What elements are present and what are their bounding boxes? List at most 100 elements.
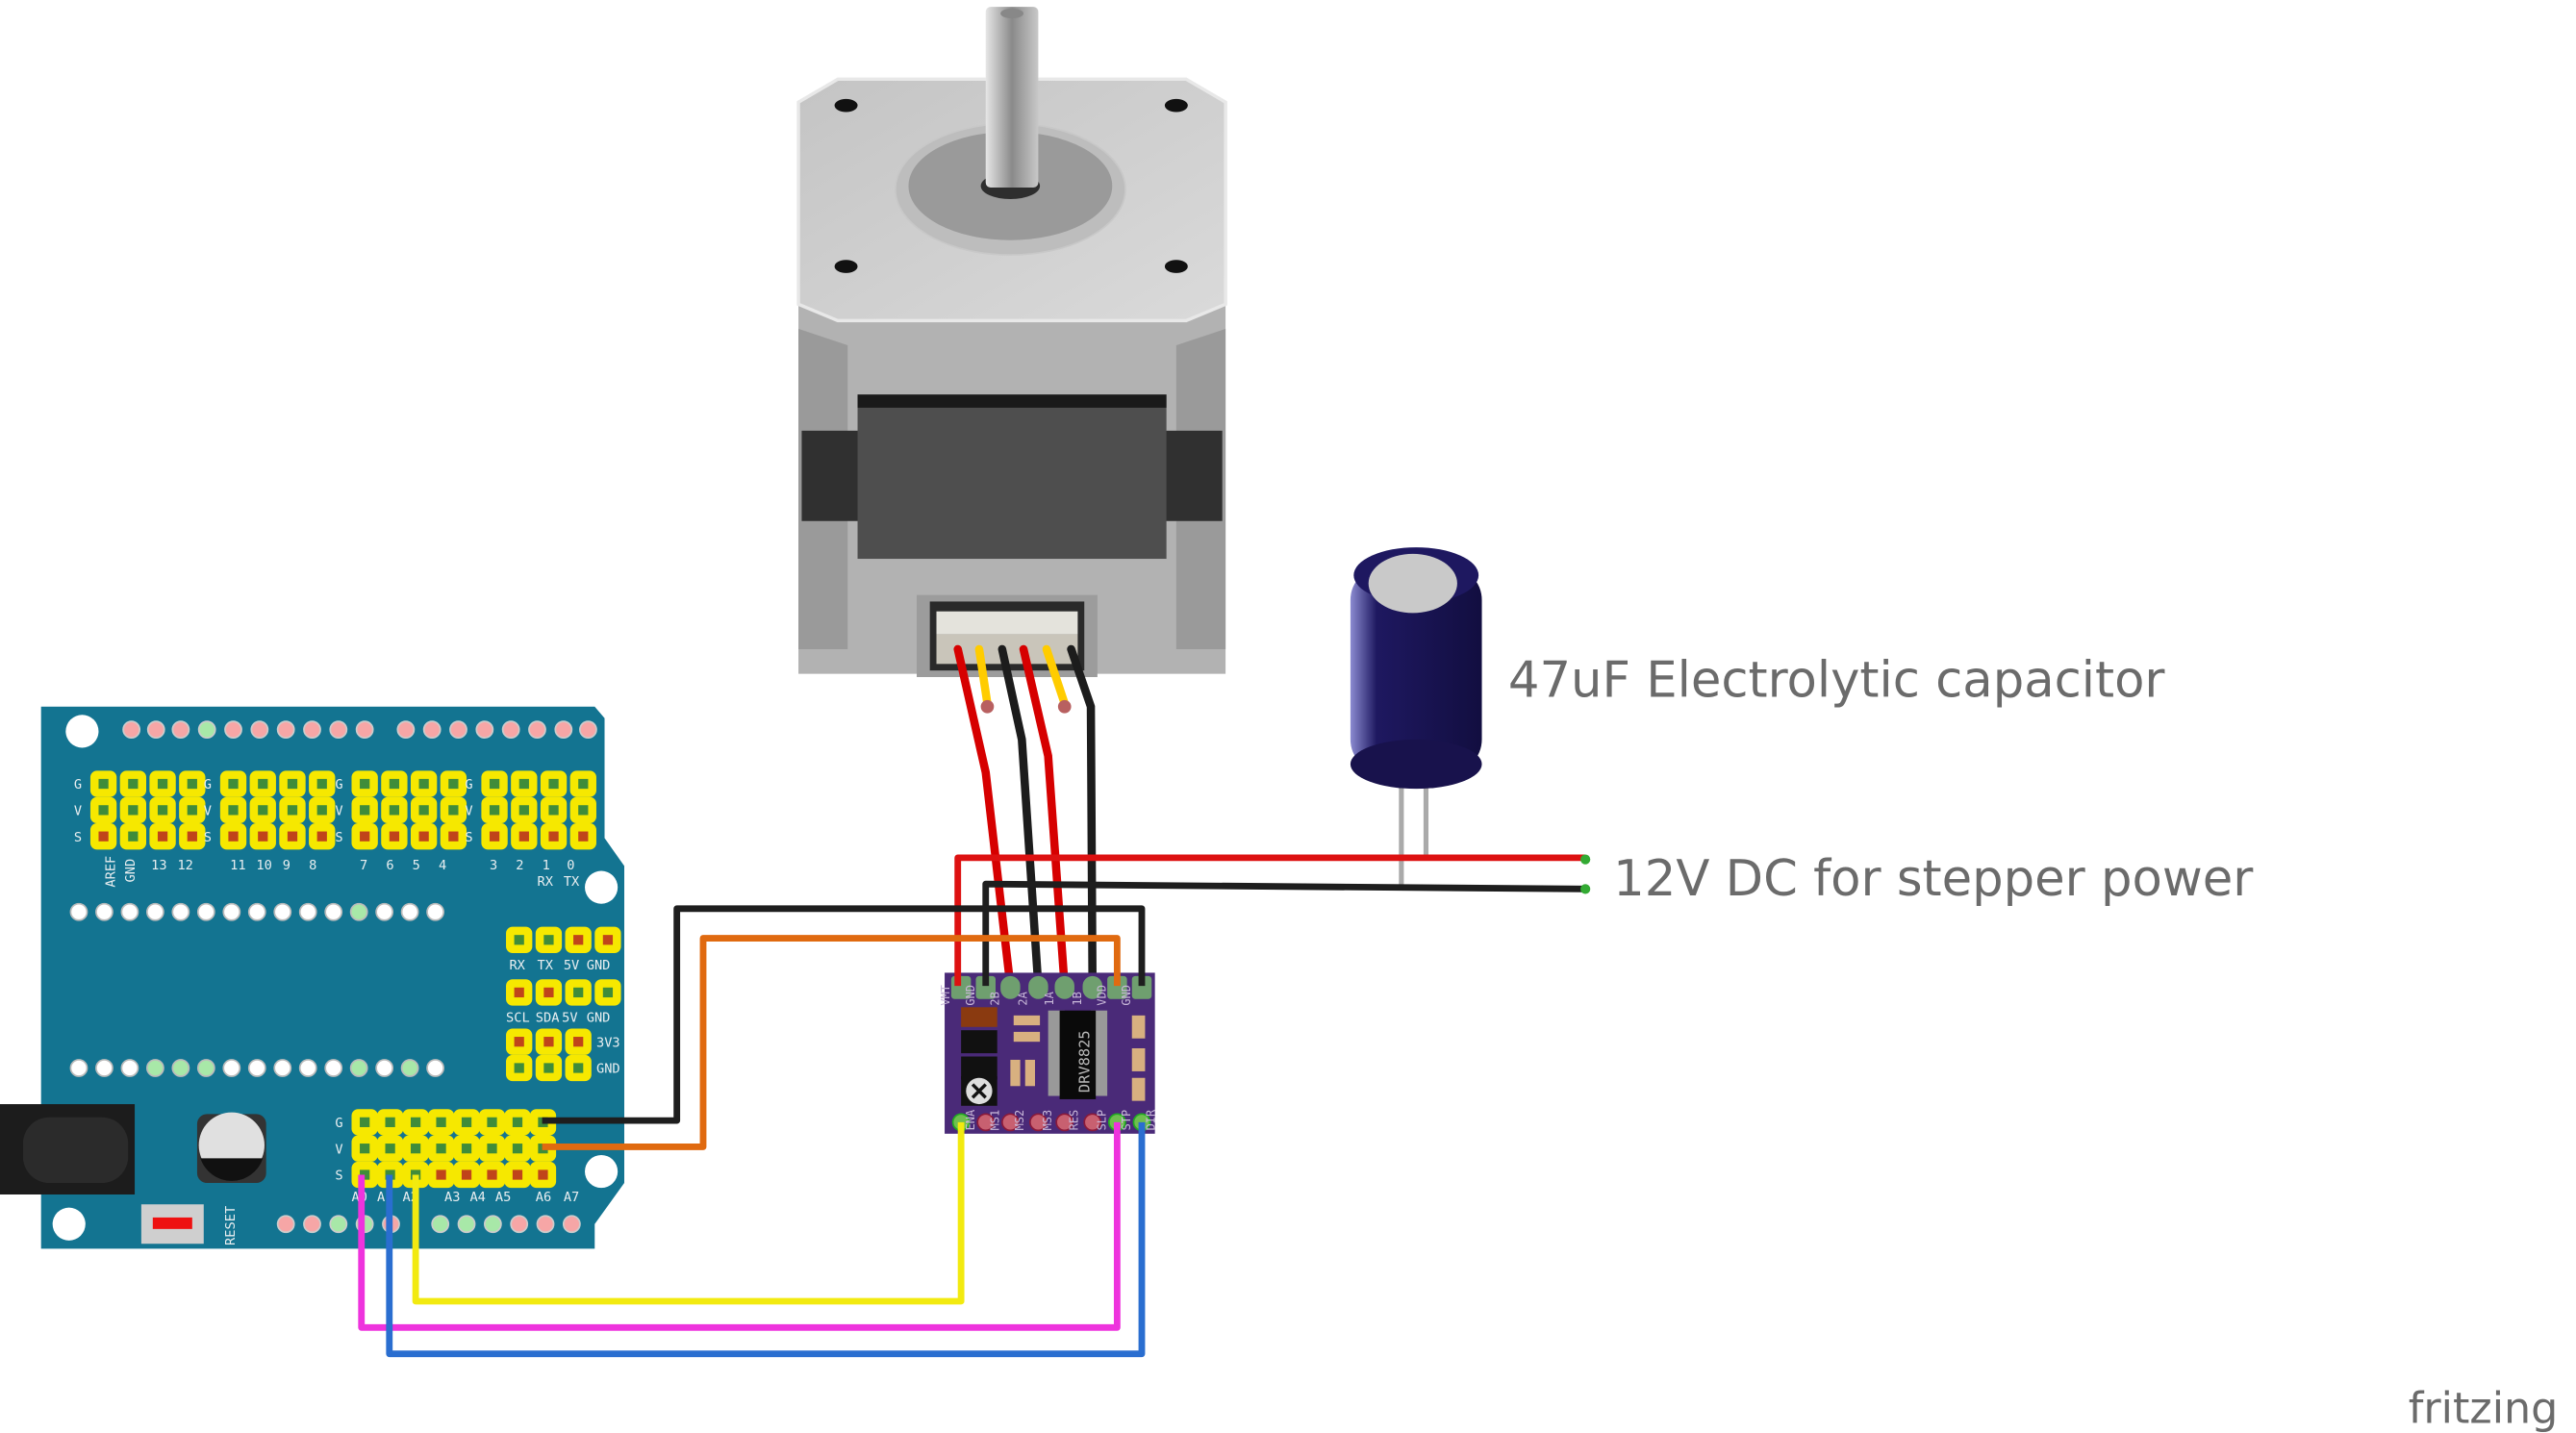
row-label: V — [465, 803, 472, 818]
motor-wire-black-b — [1067, 644, 1098, 991]
header-hole — [329, 720, 348, 740]
reset-label: RESET — [223, 1206, 239, 1245]
header-hole — [400, 1059, 419, 1077]
driver-pin-label: RES — [1067, 1110, 1080, 1131]
header-hole — [324, 1059, 343, 1077]
driver-pin-ms1[interactable] — [976, 1113, 996, 1132]
header-hole — [349, 902, 368, 921]
driver-pin-label: 1A — [1043, 992, 1056, 1005]
analog-pin-label: A5 — [495, 1190, 511, 1205]
header-hole — [197, 720, 216, 740]
digital-pin-label: AREF — [104, 856, 119, 888]
header-hole — [171, 720, 190, 740]
digital-pin-label: 0 — [567, 858, 574, 873]
tx-label: TX — [564, 874, 580, 890]
header-hole — [171, 902, 190, 921]
header-hole — [222, 902, 241, 921]
header-hole — [298, 902, 317, 921]
capacitor-label: 47uF Electrolytic capacitor — [1508, 652, 2166, 710]
i2c-label: 5V — [562, 1011, 577, 1026]
driver-pin-label: STP — [1120, 1110, 1133, 1131]
header-hole — [120, 902, 139, 921]
row-label: V — [335, 1142, 342, 1157]
header-hole — [146, 1059, 164, 1077]
driver-pin-gnd[interactable] — [1131, 975, 1152, 999]
analog-pin-label: A7 — [564, 1190, 579, 1205]
header-hole — [196, 902, 215, 921]
row-label: S — [335, 830, 342, 845]
driver-pin-label: MS3 — [1041, 1110, 1054, 1131]
wire-step — [358, 1121, 1121, 1331]
row-label: S — [74, 830, 82, 845]
digital-pin-label: GND — [123, 859, 139, 883]
row-label: S — [335, 1169, 342, 1184]
row-label: G — [74, 777, 82, 792]
motor-wire-yellow-b — [1042, 644, 1069, 708]
driver-pin-label: VMT — [939, 985, 952, 1006]
i2c-label: GND — [587, 1011, 611, 1026]
header-hole — [95, 1059, 114, 1077]
header-hole — [69, 1059, 88, 1077]
uart-label: GND — [587, 958, 611, 973]
digital-pin-label: 12 — [177, 858, 192, 873]
wire-gnd-shield-driver — [542, 905, 1146, 1124]
header-hole — [247, 1059, 266, 1077]
driver-pin-ms2[interactable] — [1000, 1113, 1020, 1132]
driver-pin-2b[interactable] — [1000, 975, 1021, 999]
digital-pin-label: 13 — [151, 858, 166, 873]
header-hole — [303, 720, 321, 740]
driver-pin-label: DIR — [1145, 1109, 1158, 1130]
row-label: V — [335, 803, 342, 818]
driver-pin-1a[interactable] — [1054, 975, 1074, 999]
header-hole — [303, 1215, 321, 1234]
analog-pin-label: A3 — [444, 1190, 460, 1205]
driver-pin-label: MS2 — [1013, 1110, 1026, 1131]
stepper-motor — [796, 7, 1227, 678]
wires — [358, 854, 1591, 1358]
row-label: G — [335, 1116, 342, 1131]
header-hole — [196, 1059, 215, 1077]
header-hole — [536, 1215, 555, 1234]
rx-label: RX — [537, 874, 553, 890]
row-label: S — [465, 830, 472, 845]
header-hole — [224, 720, 242, 740]
driver-pin-ms3[interactable] — [1029, 1113, 1048, 1132]
header-hole — [400, 902, 419, 921]
header-hole — [276, 1215, 295, 1234]
motor-wire-red-a — [953, 644, 1015, 991]
header-hole — [528, 720, 546, 740]
driver-pin-label: GND — [964, 985, 977, 1006]
driver-pin-label: GND — [1120, 985, 1133, 1006]
driver-pin-1b[interactable] — [1082, 975, 1103, 999]
power-label-3v3: 3V3 — [596, 1035, 620, 1050]
header-hole — [449, 720, 467, 740]
row-label: G — [335, 777, 342, 792]
header-hole — [250, 720, 269, 740]
driver-pin-res[interactable] — [1055, 1113, 1074, 1132]
digital-pin-label: 3 — [490, 858, 497, 873]
header-hole — [426, 1059, 444, 1077]
header-hole — [222, 1059, 241, 1077]
power-label-gnd: GND — [596, 1062, 620, 1077]
header-hole — [475, 720, 494, 740]
header-hole — [329, 1215, 348, 1234]
digital-pin-label: 1 — [543, 858, 550, 873]
header-hole — [95, 902, 114, 921]
digital-pin-label: 6 — [386, 858, 393, 873]
driver-pin-gnd[interactable] — [975, 975, 996, 999]
i2c-label: SCL — [506, 1011, 530, 1026]
digital-pin-label: 4 — [439, 858, 446, 873]
electrolytic-capacitor — [1350, 547, 1482, 888]
motor-wires — [953, 644, 1098, 991]
drv8825-chip — [1059, 1010, 1097, 1099]
uart-label: TX — [537, 958, 553, 973]
power-label: 12V DC for stepper power — [1613, 850, 2254, 908]
driver-pin-vdd[interactable] — [1107, 975, 1127, 999]
driver-pin-label: SLP — [1095, 1110, 1108, 1131]
driver-pin-label: 2A — [1016, 992, 1029, 1005]
driver-pin-2a[interactable] — [1028, 975, 1048, 999]
driver-pin-slp[interactable] — [1083, 1113, 1102, 1132]
digital-pin-label: 9 — [283, 858, 290, 873]
